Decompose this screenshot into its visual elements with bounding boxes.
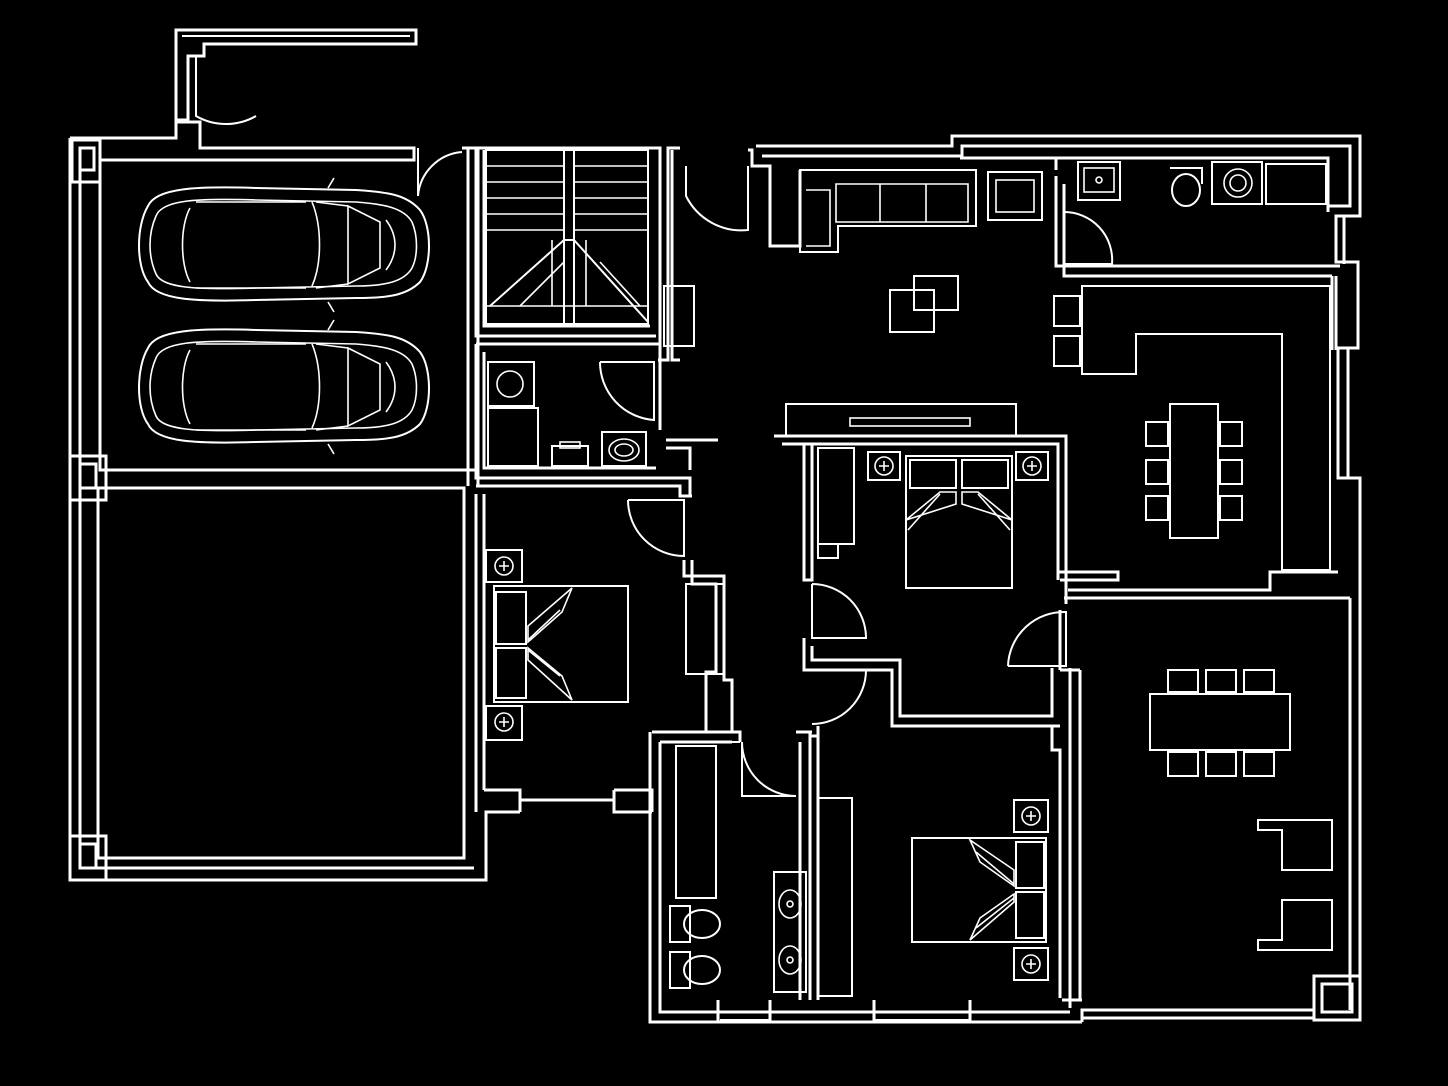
toilet-icon: [669, 905, 721, 989]
living-room-furniture: [785, 169, 1043, 437]
dining-furniture: [1149, 669, 1333, 951]
bed-icon: [485, 549, 629, 741]
door-swing-icon: [195, 56, 1114, 797]
half-bath-fixtures: [1077, 161, 1327, 207]
bathroom-fixtures: [669, 745, 807, 993]
bed-icon: [817, 797, 1049, 997]
interior-walls: [474, 148, 1350, 1022]
sink-icon: [773, 871, 807, 993]
car-icon: [138, 177, 430, 455]
toilet-icon: [1170, 167, 1203, 207]
bed-icon: [817, 447, 1049, 589]
utility-fixtures: [487, 285, 695, 467]
kitchen-furniture: [1053, 285, 1331, 571]
sink-icon: [1077, 161, 1121, 201]
exterior-walls: [68, 28, 1362, 1024]
sink-icon: [601, 431, 647, 467]
stairs-icon: [485, 149, 649, 325]
